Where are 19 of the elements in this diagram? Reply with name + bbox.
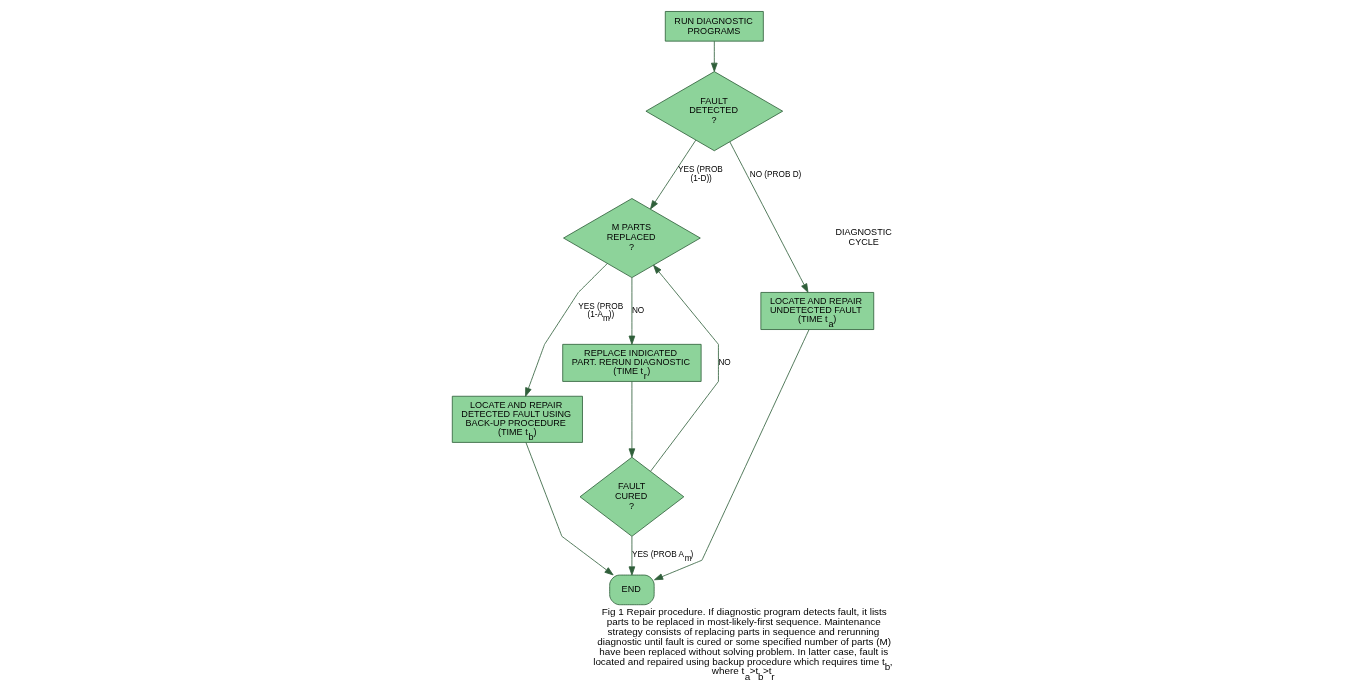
- arrow: [525, 442, 614, 576]
- node-diamond: FAULT DETECTED ?: [645, 71, 783, 152]
- arrow: [710, 40, 718, 72]
- arrow: [628, 536, 635, 576]
- edge-label: NO (PROB D): [749, 169, 801, 179]
- edge-label: NO: [631, 306, 644, 316]
- arrow: [728, 141, 808, 293]
- edge-label: NO: [717, 357, 731, 367]
- arrow: [649, 139, 696, 210]
- arrow: [649, 264, 719, 472]
- arrow: [524, 263, 608, 397]
- arrow: [628, 381, 635, 458]
- node-diamond: FAULT CURED ?: [579, 456, 684, 537]
- node-box: RUN DIAGNOSTIC PROGRAMS: [664, 11, 764, 42]
- node-box: END: [608, 574, 655, 606]
- edge-label: YES (PROB (1-D)): [677, 165, 723, 184]
- arrow: [653, 329, 809, 581]
- arrow: [628, 277, 635, 345]
- label: DIAGNOSTIC CYCLE: [834, 227, 892, 248]
